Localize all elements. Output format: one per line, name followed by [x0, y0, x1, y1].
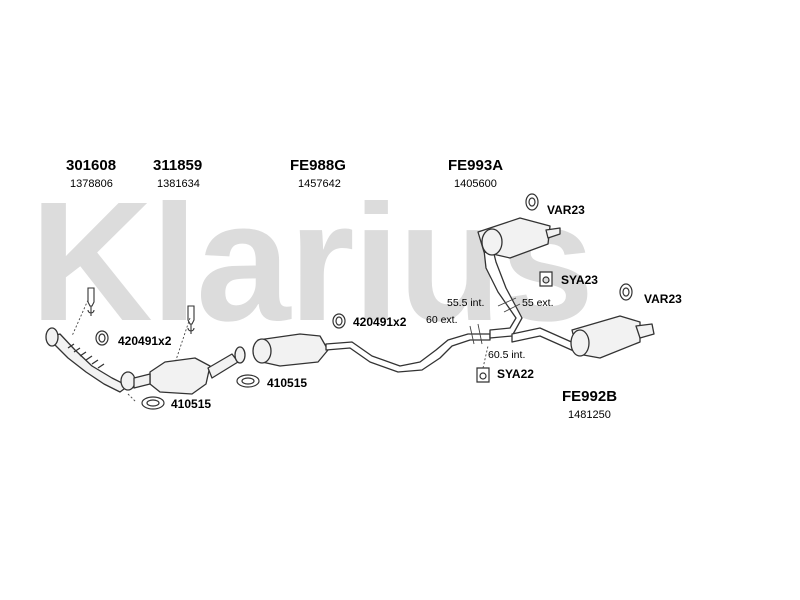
- flex-section: [67, 343, 105, 369]
- header-ref-1481250: 1481250: [568, 409, 611, 421]
- clamp-icon-sya22: [476, 367, 490, 383]
- front-pipe-end: [120, 371, 136, 391]
- lambda-sensor-right: [187, 305, 195, 325]
- upper-tailpipe: [545, 227, 561, 239]
- header-ref-1378806: 1378806: [70, 178, 113, 190]
- measure-mark-60: [469, 325, 475, 345]
- cat-inlet-pipe: [133, 373, 151, 389]
- lambda-sensor-left-cable: [87, 306, 95, 316]
- measure-55-ext: 55 ext.: [522, 297, 554, 309]
- gasket-icon-left: [95, 330, 109, 346]
- part-label-sya23: SYA23: [561, 273, 598, 287]
- header-code-301608: 301608: [66, 157, 117, 174]
- part-label-410515-left: 410515: [171, 397, 212, 411]
- measure-mark-55: [503, 303, 521, 313]
- rear-silencer-end: [570, 329, 590, 357]
- centre-pipe: [325, 333, 491, 373]
- measure-60-5-int: 60.5 int.: [488, 349, 526, 361]
- part-label-var23-top: VAR23: [547, 203, 585, 217]
- rear-tailpipe: [635, 323, 655, 339]
- clamp-icon-sya23: [539, 271, 553, 287]
- lambda-sensor-right-cable: [187, 324, 195, 334]
- ring-icon-left-inner: [146, 399, 160, 407]
- leader-301608: [71, 299, 89, 337]
- header-ref-1381634: 1381634: [157, 178, 200, 190]
- cat-outlet-pipe: [207, 353, 239, 379]
- gasket-icon-mid: [332, 313, 346, 329]
- header-code-fe993a: FE993A: [448, 157, 504, 174]
- rising-pipe: [483, 245, 523, 339]
- front-pipe-flange: [45, 327, 59, 347]
- header-code-fe992b: FE992B: [562, 388, 618, 405]
- brand-watermark: Klarius: [30, 200, 594, 325]
- hanger-icon-var23-top: [525, 193, 539, 211]
- measure-mark-60-5: [477, 323, 483, 345]
- header-code-fe988g: FE988G: [290, 157, 346, 174]
- lambda-sensor-left: [87, 287, 95, 307]
- part-label-sya22: SYA22: [497, 367, 534, 381]
- part-label-410515-mid: 410515: [267, 376, 308, 390]
- part-label-420491-mid: 420491x2: [353, 315, 407, 329]
- leader-311859: [175, 317, 191, 361]
- header-code-311859: 311859: [153, 157, 203, 174]
- cat-flange: [234, 346, 246, 364]
- measure-60-ext: 60 ext.: [426, 314, 458, 326]
- upper-silencer-end: [481, 228, 503, 256]
- measure-mark-55-5: [497, 297, 517, 307]
- middle-silencer-end: [252, 338, 272, 364]
- header-ref-1405600: 1405600: [454, 178, 497, 190]
- leader-410515-left: [127, 393, 137, 403]
- header-ref-1457642: 1457642: [298, 178, 341, 190]
- part-label-var23-right: VAR23: [644, 292, 682, 306]
- hanger-icon-var23-right: [619, 283, 633, 301]
- front-pipe: [47, 333, 129, 393]
- part-label-420491-left: 420491x2: [118, 334, 172, 348]
- measure-55-5-int: 55.5 int.: [447, 297, 485, 309]
- catalytic-converter: [149, 357, 211, 395]
- ring-icon-mid-inner: [241, 377, 255, 385]
